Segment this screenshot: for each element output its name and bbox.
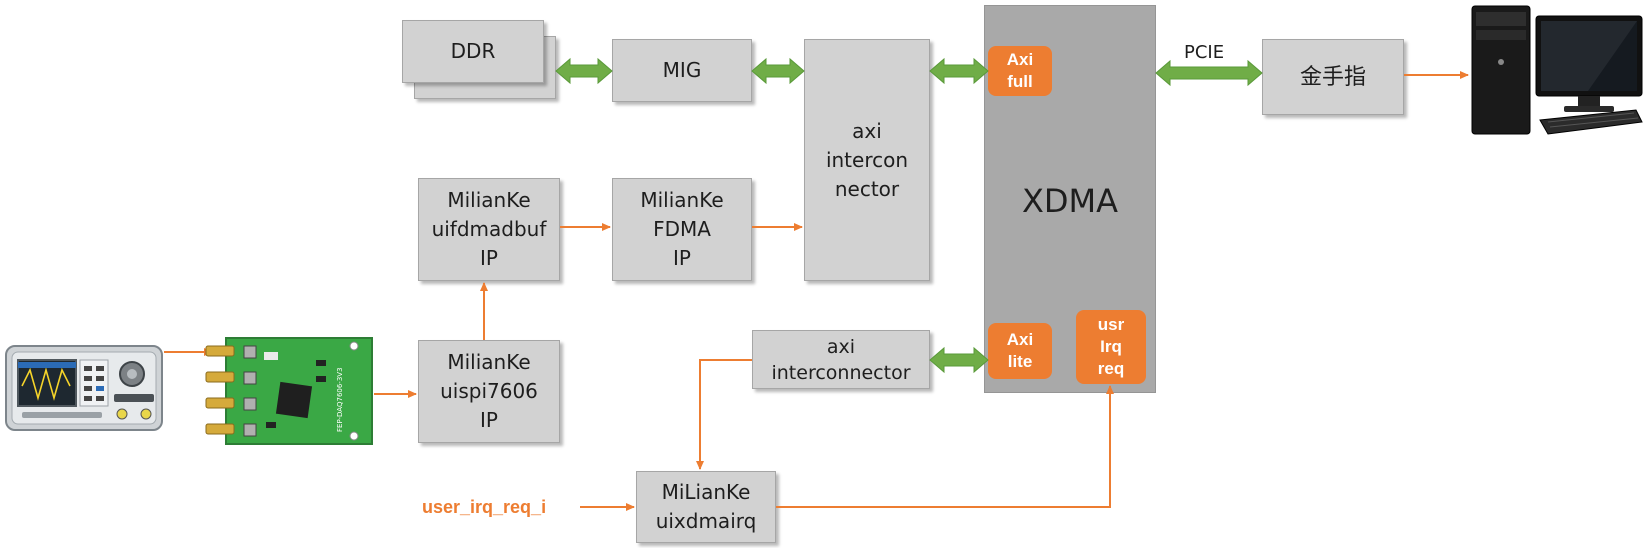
axi-lite-port: Axi lite bbox=[988, 323, 1052, 379]
user-irq-req-i-label: user_irq_req_i bbox=[422, 497, 547, 517]
axi-interconnector-bottom-block: axi interconnector bbox=[752, 330, 930, 389]
uixdmairq-block: MiLianKe uixdmairq bbox=[636, 471, 776, 543]
axi-full-port: Axi full bbox=[988, 46, 1052, 96]
axi-xdma-lite-arrow bbox=[929, 346, 989, 374]
usr-irq-req-port: usr Irq req bbox=[1076, 310, 1146, 384]
goldfinger-block: 金手指 bbox=[1262, 39, 1404, 115]
adc-board-silkscreen: FEP-DAQ7606-3V3 bbox=[336, 367, 344, 432]
ddr-block: DDR bbox=[402, 20, 544, 83]
signal-generator-icon bbox=[5, 345, 163, 431]
desktop-computer-icon bbox=[1471, 5, 1643, 135]
pcie-label: PCIE bbox=[1184, 42, 1225, 63]
fdma-block: MilianKe FDMA IP bbox=[612, 178, 752, 281]
uispi7606-block: MilianKe uispi7606 IP bbox=[418, 340, 560, 443]
xdma-label: XDMA bbox=[1021, 182, 1119, 220]
xdma-goldfinger-pcie-arrow bbox=[1155, 59, 1263, 87]
ddr-mig-arrow bbox=[555, 57, 613, 85]
axi-irq-arrow bbox=[696, 359, 752, 470]
axi-xdma-full-arrow bbox=[929, 57, 989, 85]
mig-block: MIG bbox=[612, 39, 752, 102]
uifdmadbuf-block: MilianKe uifdmadbuf IP bbox=[418, 178, 560, 281]
irq-xdma-arrow bbox=[776, 385, 1114, 508]
mig-axi-arrow bbox=[751, 57, 805, 85]
axi-interconnector-top-block: axi intercon nector bbox=[804, 39, 930, 281]
adc-board-icon: FEP-DAQ7606-3V3 bbox=[205, 337, 373, 445]
